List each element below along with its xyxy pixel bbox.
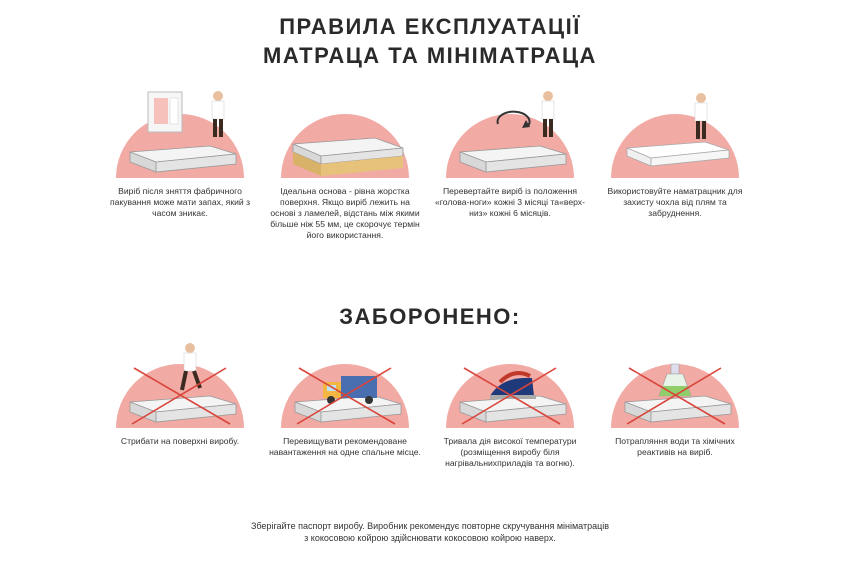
bed-base-icon [281,114,409,178]
forbidden-caption: Потрапляння води та хімічних реактивів н… [615,436,735,457]
forbidden-caption: Перевищувати рекомендоване навантаження … [269,436,421,457]
mattress-protector-icon [611,93,739,178]
unpacking-icon [116,91,244,178]
jumping-person-icon [116,343,244,428]
rule-card-2: Ідеальна основа - рівна жорстка поверхня… [265,86,425,241]
footer-line-2: з кокосовою койрою здійснювати кокосовою… [304,533,556,543]
forbidden-card-2: Перевищувати рекомендоване навантаження … [265,338,425,458]
rotate-mattress-icon [446,91,574,178]
forbidden-caption: Стрибати на поверхні виробу. [120,436,240,446]
page-title: ПРАВИЛА ЕКСПЛУАТАЦІЇ МАТРАЦА ТА МІНІМАТР… [0,12,860,70]
forbidden-card-4: Потрапляння води та хімічних реактивів н… [595,338,755,458]
iron-heat-icon [446,364,574,428]
forbidden-card-3: Тривала дія високої температури (розміще… [430,338,590,469]
rule-caption: Використовуйте наматрацник для захисту ч… [607,186,743,218]
rule-caption: Ідеальна основа - рівна жорстка поверхня… [270,186,420,240]
rule-caption: Перевертайте виріб із положення «голова-… [435,186,585,218]
footer-note: Зберігайте паспорт виробу. Виробник реко… [0,520,860,544]
forbidden-card-1: Стрибати на поверхні виробу. [100,338,260,447]
rule-card-3: Перевертайте виріб із положення «голова-… [430,86,590,219]
truck-overload-icon [281,364,409,428]
forbidden-caption: Тривала дія високої температури (розміще… [443,436,577,468]
rule-caption: Виріб після зняття фабричного пакування … [109,186,251,218]
rule-card-4: Використовуйте наматрацник для захисту ч… [595,86,755,219]
chemicals-water-icon [611,363,739,428]
rule-card-1: Виріб після зняття фабричного пакування … [100,86,260,219]
footer-line-1: Зберігайте паспорт виробу. Виробник реко… [250,521,610,531]
title-line-2: МАТРАЦА ТА МІНІМАТРАЦА [263,43,597,68]
title-line-1: ПРАВИЛА ЕКСПЛУАТАЦІЇ [279,14,581,39]
forbidden-title: ЗАБОРОНЕНО: [339,304,521,329]
